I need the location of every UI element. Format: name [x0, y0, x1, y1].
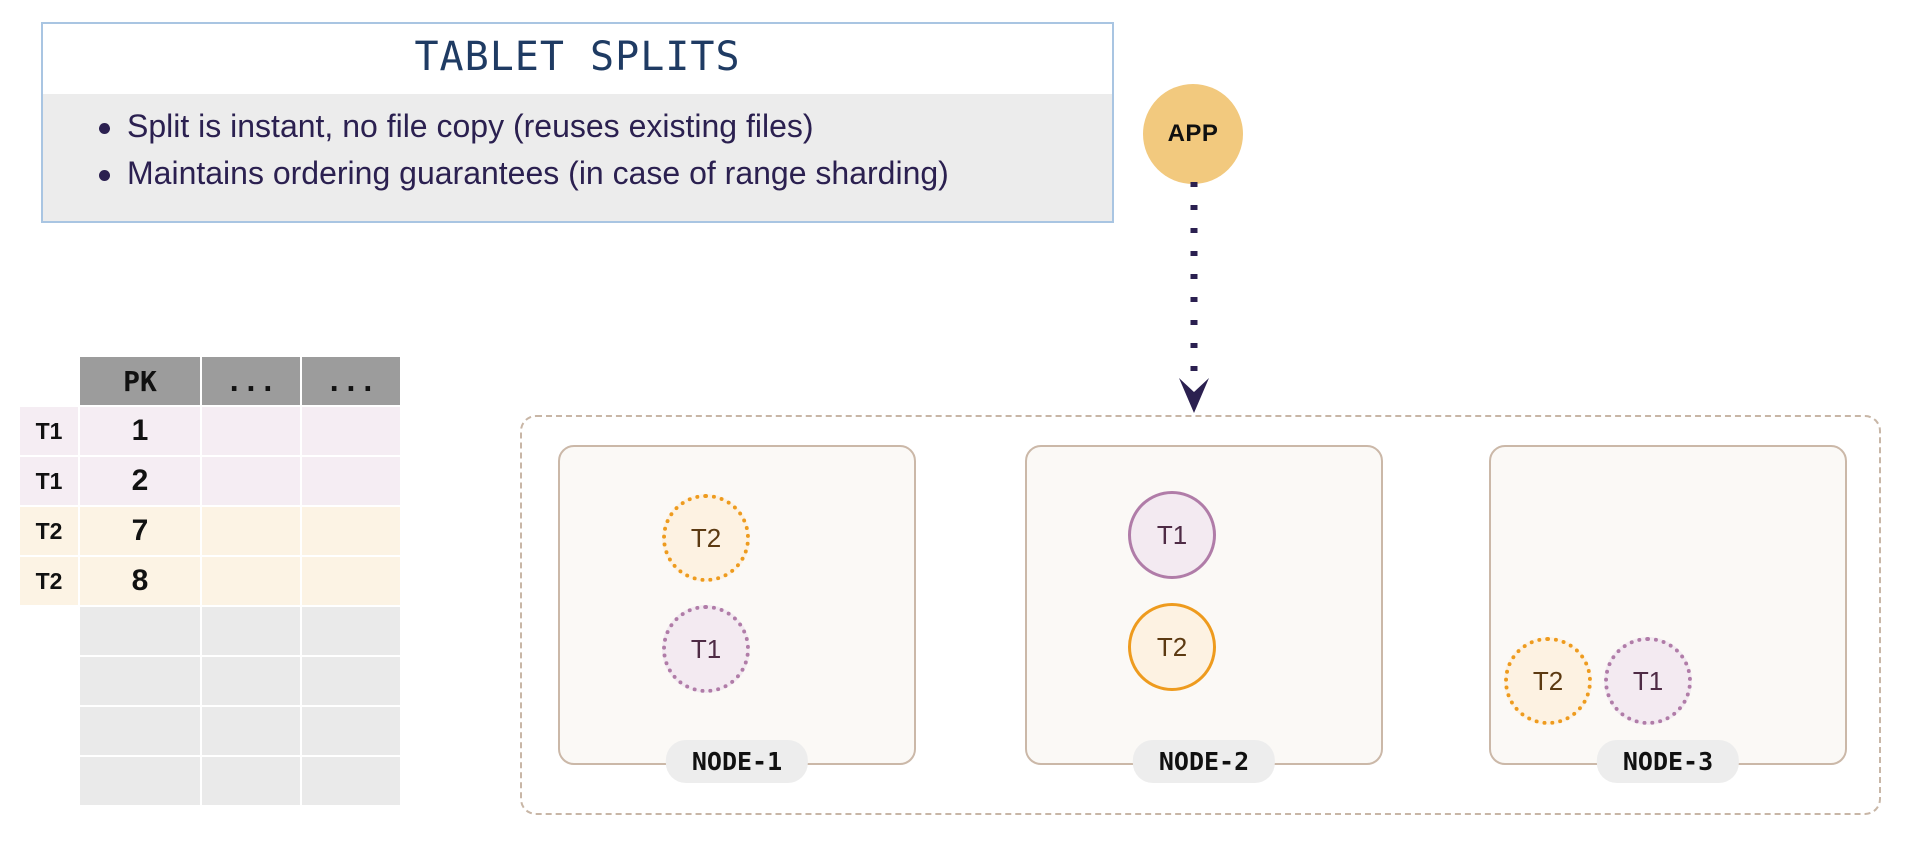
- bullet-item: Split is instant, no file copy (reuses e…: [69, 104, 1086, 149]
- app-to-cluster-arrow-icon: [1179, 182, 1209, 413]
- tablet-node2-t2[interactable]: T2: [1128, 603, 1216, 691]
- table-row: T2 7: [20, 507, 400, 555]
- bullet-item: Maintains ordering guarantees (in case o…: [69, 151, 1086, 196]
- tablet-node2-t1[interactable]: T1: [1128, 491, 1216, 579]
- callout-bullet-list: Split is instant, no file copy (reuses e…: [69, 104, 1086, 197]
- row-tablet-tag: T2: [20, 557, 78, 605]
- row-tablet-tag: [20, 707, 78, 755]
- cell-col1: [202, 407, 300, 455]
- row-tablet-tag: [20, 607, 78, 655]
- cell-pk: [80, 607, 200, 655]
- pk-table: PK ... ... T1 1 T1 2 T2 7 T2 8: [18, 355, 402, 807]
- cell-pk: [80, 757, 200, 805]
- cell-col1: [202, 707, 300, 755]
- tablet-label: T1: [1632, 665, 1664, 696]
- callout-body: Split is instant, no file copy (reuses e…: [43, 94, 1112, 221]
- node-3[interactable]: T2 T1 NODE-3: [1489, 445, 1847, 783]
- table-row: [20, 607, 400, 655]
- table-row: [20, 707, 400, 755]
- row-tablet-tag: [20, 657, 78, 705]
- app-node: APP: [1143, 84, 1243, 184]
- cell-pk: 8: [80, 557, 200, 605]
- tablet-label: T1: [1156, 519, 1188, 550]
- tablet-label: T1: [690, 633, 722, 664]
- row-tablet-tag: T2: [20, 507, 78, 555]
- tablet-node1-t1[interactable]: T1: [662, 605, 750, 693]
- table-row: [20, 657, 400, 705]
- column-header-dots-2: ...: [302, 357, 400, 405]
- cell-col1: [202, 607, 300, 655]
- tablet-node3-t2[interactable]: T2: [1504, 637, 1592, 725]
- tablet-label: T2: [1532, 665, 1564, 696]
- table-row: T1 1: [20, 407, 400, 455]
- cell-col1: [202, 657, 300, 705]
- node-1[interactable]: T2 T1 NODE-1: [558, 445, 916, 783]
- table-header-row: PK ... ...: [20, 357, 400, 405]
- callout-title: TABLET SPLITS: [43, 24, 1112, 94]
- tablet-node1-t2[interactable]: T2: [662, 494, 750, 582]
- cell-col2: [302, 407, 400, 455]
- cell-pk: [80, 707, 200, 755]
- cluster-container: T2 T1 NODE-1 T1 T2 NODE-2 T2 T1 NODE-3: [520, 415, 1881, 815]
- row-tablet-tag: [20, 757, 78, 805]
- tablet-node3-t1[interactable]: T1: [1604, 637, 1692, 725]
- cell-col2: [302, 707, 400, 755]
- cell-col1: [202, 557, 300, 605]
- cell-col1: [202, 507, 300, 555]
- cell-col1: [202, 757, 300, 805]
- node-2[interactable]: T1 T2 NODE-2: [1025, 445, 1383, 783]
- cell-pk: 1: [80, 407, 200, 455]
- table-row: [20, 757, 400, 805]
- tablet-label: T2: [1156, 631, 1188, 662]
- cell-pk: [80, 657, 200, 705]
- tag-header-spacer: [20, 357, 78, 405]
- primary-key-table: PK ... ... T1 1 T1 2 T2 7 T2 8: [18, 355, 402, 807]
- cell-pk: 2: [80, 457, 200, 505]
- node-2-label: NODE-2: [1132, 740, 1276, 783]
- cell-col2: [302, 607, 400, 655]
- column-header-pk: PK: [80, 357, 200, 405]
- table-row: T1 2: [20, 457, 400, 505]
- cell-col1: [202, 457, 300, 505]
- node-3-label: NODE-3: [1596, 740, 1740, 783]
- table-row: T2 8: [20, 557, 400, 605]
- node-1-label: NODE-1: [665, 740, 809, 783]
- cell-col2: [302, 507, 400, 555]
- app-node-label: APP: [1167, 120, 1219, 147]
- tablet-splits-callout: TABLET SPLITS Split is instant, no file …: [41, 22, 1114, 223]
- cell-col2: [302, 457, 400, 505]
- cell-col2: [302, 757, 400, 805]
- row-tablet-tag: T1: [20, 407, 78, 455]
- row-tablet-tag: T1: [20, 457, 78, 505]
- tablet-label: T2: [690, 522, 722, 553]
- cell-col2: [302, 657, 400, 705]
- column-header-dots-1: ...: [202, 357, 300, 405]
- cell-pk: 7: [80, 507, 200, 555]
- cell-col2: [302, 557, 400, 605]
